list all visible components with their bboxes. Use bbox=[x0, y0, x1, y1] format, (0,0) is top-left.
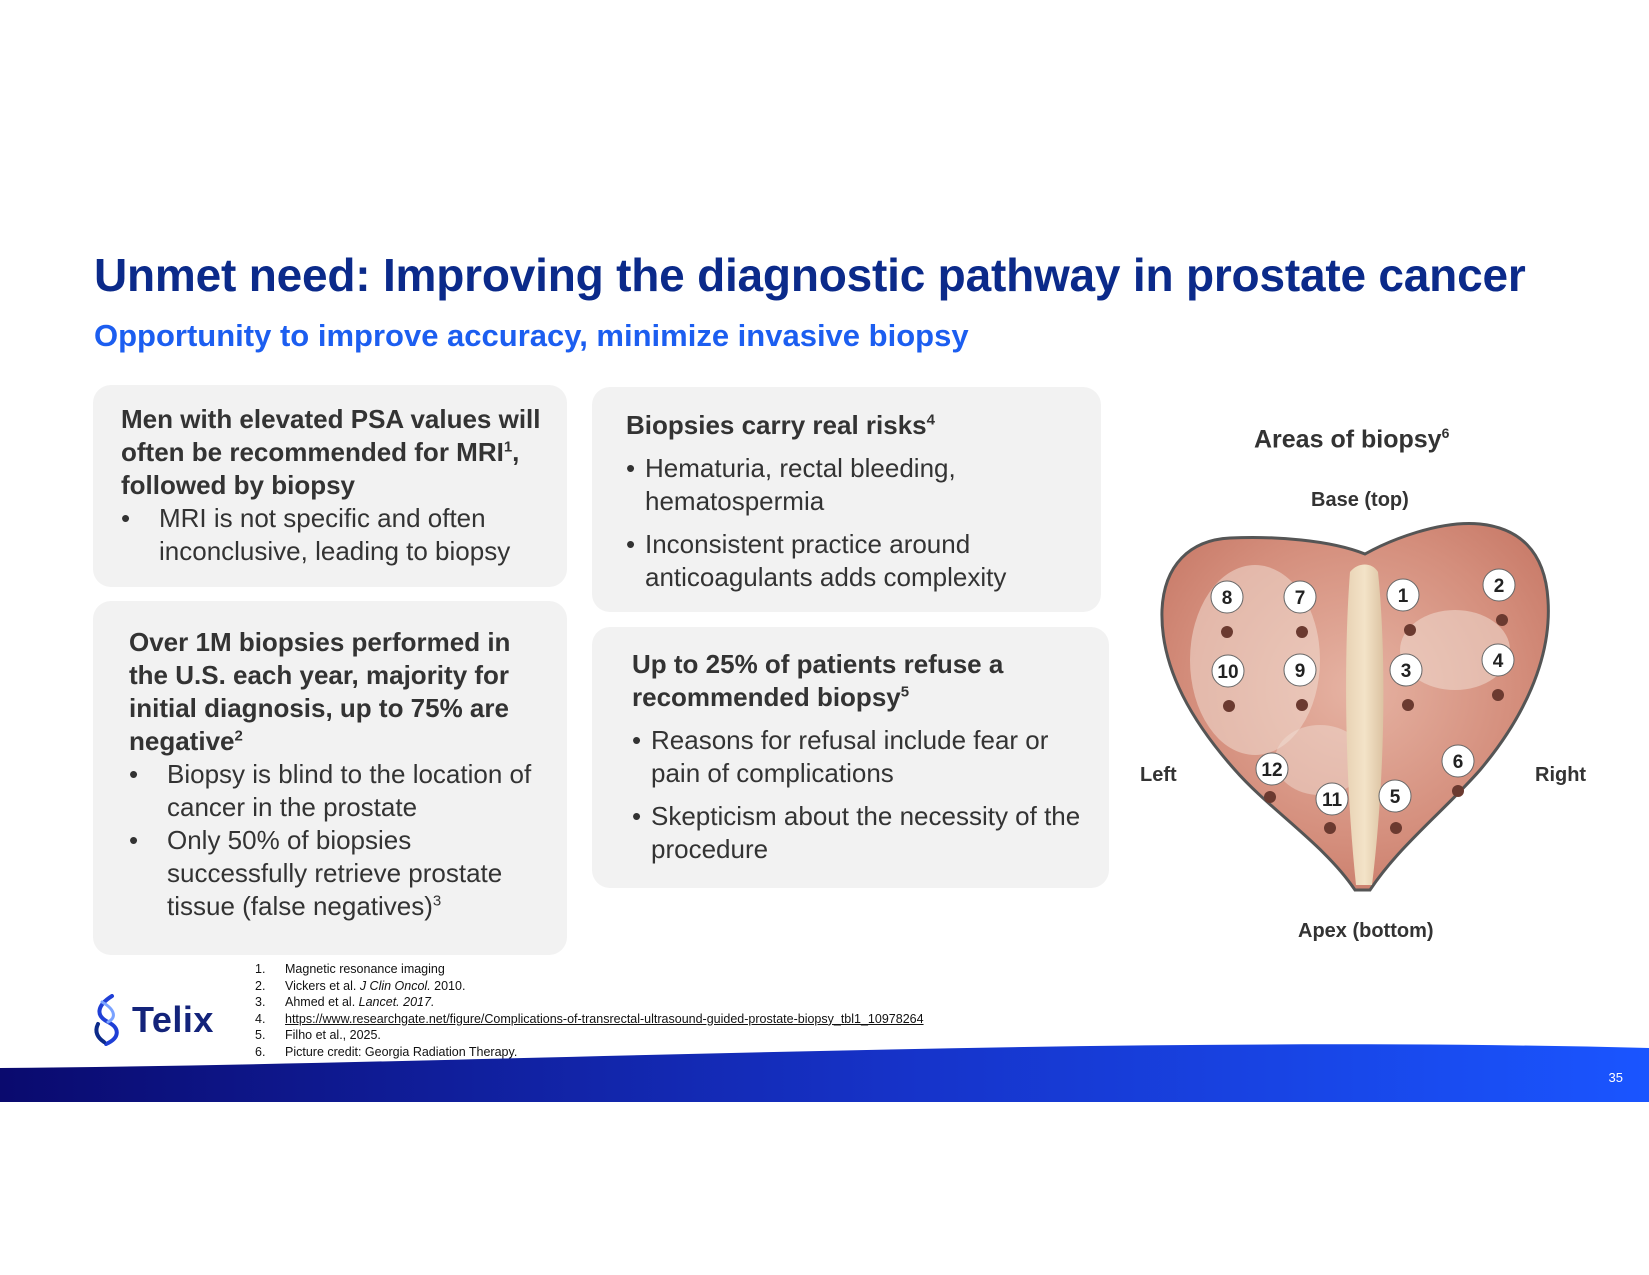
biopsy-volume-heading: Over 1M biopsies performed in the U.S. e… bbox=[129, 627, 511, 756]
svg-text:12: 12 bbox=[1261, 760, 1282, 781]
refusal-heading: Up to 25% of patients refuse a recommend… bbox=[632, 649, 1004, 712]
svg-text:10: 10 bbox=[1217, 662, 1238, 683]
label-right: Right bbox=[1535, 764, 1587, 786]
refusal-card: Up to 25% of patients refuse a recommend… bbox=[592, 627, 1109, 888]
telix-helix-icon bbox=[94, 994, 119, 1046]
psa-card-heading: Men with elevated PSA values will often … bbox=[121, 404, 541, 500]
telix-wordmark: Telix bbox=[132, 999, 214, 1040]
urethra bbox=[1346, 564, 1384, 885]
refusal-bullets: Reasons for refusal include fear or pain… bbox=[632, 724, 1089, 866]
footnote-5: 5.Filho et al., 2025. bbox=[255, 1028, 381, 1043]
label-base-top: Base (top) bbox=[1311, 489, 1409, 511]
biopsy-site-7: 7 bbox=[1283, 580, 1317, 638]
footnote-6: 6.Picture credit: Georgia Radiation Ther… bbox=[255, 1044, 518, 1059]
biopsy-site-9: 9 bbox=[1283, 653, 1317, 711]
svg-text:3: 3 bbox=[1401, 661, 1412, 682]
biopsy-site-1: 1 bbox=[1386, 578, 1420, 636]
refusal-bullet: Skepticism about the necessity of the pr… bbox=[632, 800, 1089, 866]
svg-text:7: 7 bbox=[1295, 588, 1306, 609]
risks-card: Biopsies carry real risks4 Hematuria, re… bbox=[592, 387, 1101, 612]
risks-heading: Biopsies carry real risks4 bbox=[626, 410, 935, 440]
slide-subtitle: Opportunity to improve accuracy, minimiz… bbox=[94, 318, 969, 353]
biopsy-volume-bullets: Biopsy is blind to the location of cance… bbox=[129, 758, 547, 923]
psa-card: Men with elevated PSA values will often … bbox=[93, 385, 567, 587]
biopsy-site-3: 3 bbox=[1389, 653, 1423, 711]
biopsy-volume-bullet: Only 50% of biopsies successfully retrie… bbox=[129, 824, 547, 923]
telix-logo: Telix bbox=[92, 994, 214, 1046]
gland-cloud-right bbox=[1400, 610, 1510, 690]
biopsy-site-11: 11 bbox=[1315, 782, 1349, 834]
label-apex-bottom: Apex (bottom) bbox=[1298, 920, 1434, 942]
footnote-4-link[interactable]: https://www.researchgate.net/figure/Comp… bbox=[285, 1011, 924, 1026]
biopsy-site-2: 2 bbox=[1482, 568, 1516, 626]
biopsy-site-8: 8 bbox=[1210, 580, 1244, 638]
footnote-2: 2.Vickers et al. J Clin Oncol. 2010. bbox=[255, 978, 466, 993]
footnotes: 1.Magnetic resonance imaging 2.Vickers e… bbox=[255, 961, 924, 1061]
svg-text:5: 5 bbox=[1390, 787, 1401, 808]
biopsy-site-4: 4 bbox=[1481, 643, 1515, 701]
svg-text:8: 8 bbox=[1222, 588, 1233, 609]
svg-text:6: 6 bbox=[1453, 752, 1464, 773]
psa-card-bullets: MRI is not specific and often inconclusi… bbox=[121, 502, 547, 568]
biopsy-volume-bullet: Biopsy is blind to the location of cance… bbox=[129, 758, 547, 824]
label-left: Left bbox=[1140, 764, 1177, 786]
biopsy-volume-card: Over 1M biopsies performed in the U.S. e… bbox=[93, 601, 567, 955]
svg-text:2: 2 bbox=[1494, 576, 1505, 597]
svg-text:1: 1 bbox=[1398, 586, 1409, 607]
risks-bullets: Hematuria, rectal bleeding, hematospermi… bbox=[626, 452, 1081, 594]
gland-cloud-center bbox=[1275, 725, 1365, 795]
psa-bullet: MRI is not specific and often inconclusi… bbox=[121, 502, 547, 568]
svg-text:9: 9 bbox=[1295, 661, 1306, 682]
risks-bullet: Inconsistent practice around anticoagula… bbox=[626, 528, 1081, 594]
slide-title: Unmet need: Improving the diagnostic pat… bbox=[94, 249, 1526, 301]
biopsy-site-5: 5 bbox=[1378, 779, 1412, 834]
refusal-bullet: Reasons for refusal include fear or pain… bbox=[632, 724, 1089, 790]
diagram-title: Areas of biopsy6 bbox=[1254, 425, 1450, 454]
prostate-diagram: 8 7 1 2 10 9 3 4 12 bbox=[1160, 521, 1550, 892]
footnote-4: 4.https://www.researchgate.net/figure/Co… bbox=[255, 1011, 924, 1026]
page-number: 35 bbox=[1608, 1070, 1623, 1085]
svg-text:11: 11 bbox=[1322, 790, 1343, 811]
footnote-1: 1.Magnetic resonance imaging bbox=[255, 962, 445, 976]
svg-text:4: 4 bbox=[1493, 651, 1504, 672]
biopsy-site-12: 12 bbox=[1255, 752, 1289, 803]
biopsy-site-10: 10 bbox=[1211, 654, 1245, 712]
footer-band bbox=[0, 1044, 1649, 1102]
biopsy-site-6: 6 bbox=[1441, 744, 1475, 797]
footnote-3: 3.Ahmed et al. Lancet. 2017. bbox=[255, 995, 435, 1010]
risks-bullet: Hematuria, rectal bleeding, hematospermi… bbox=[626, 452, 1081, 518]
